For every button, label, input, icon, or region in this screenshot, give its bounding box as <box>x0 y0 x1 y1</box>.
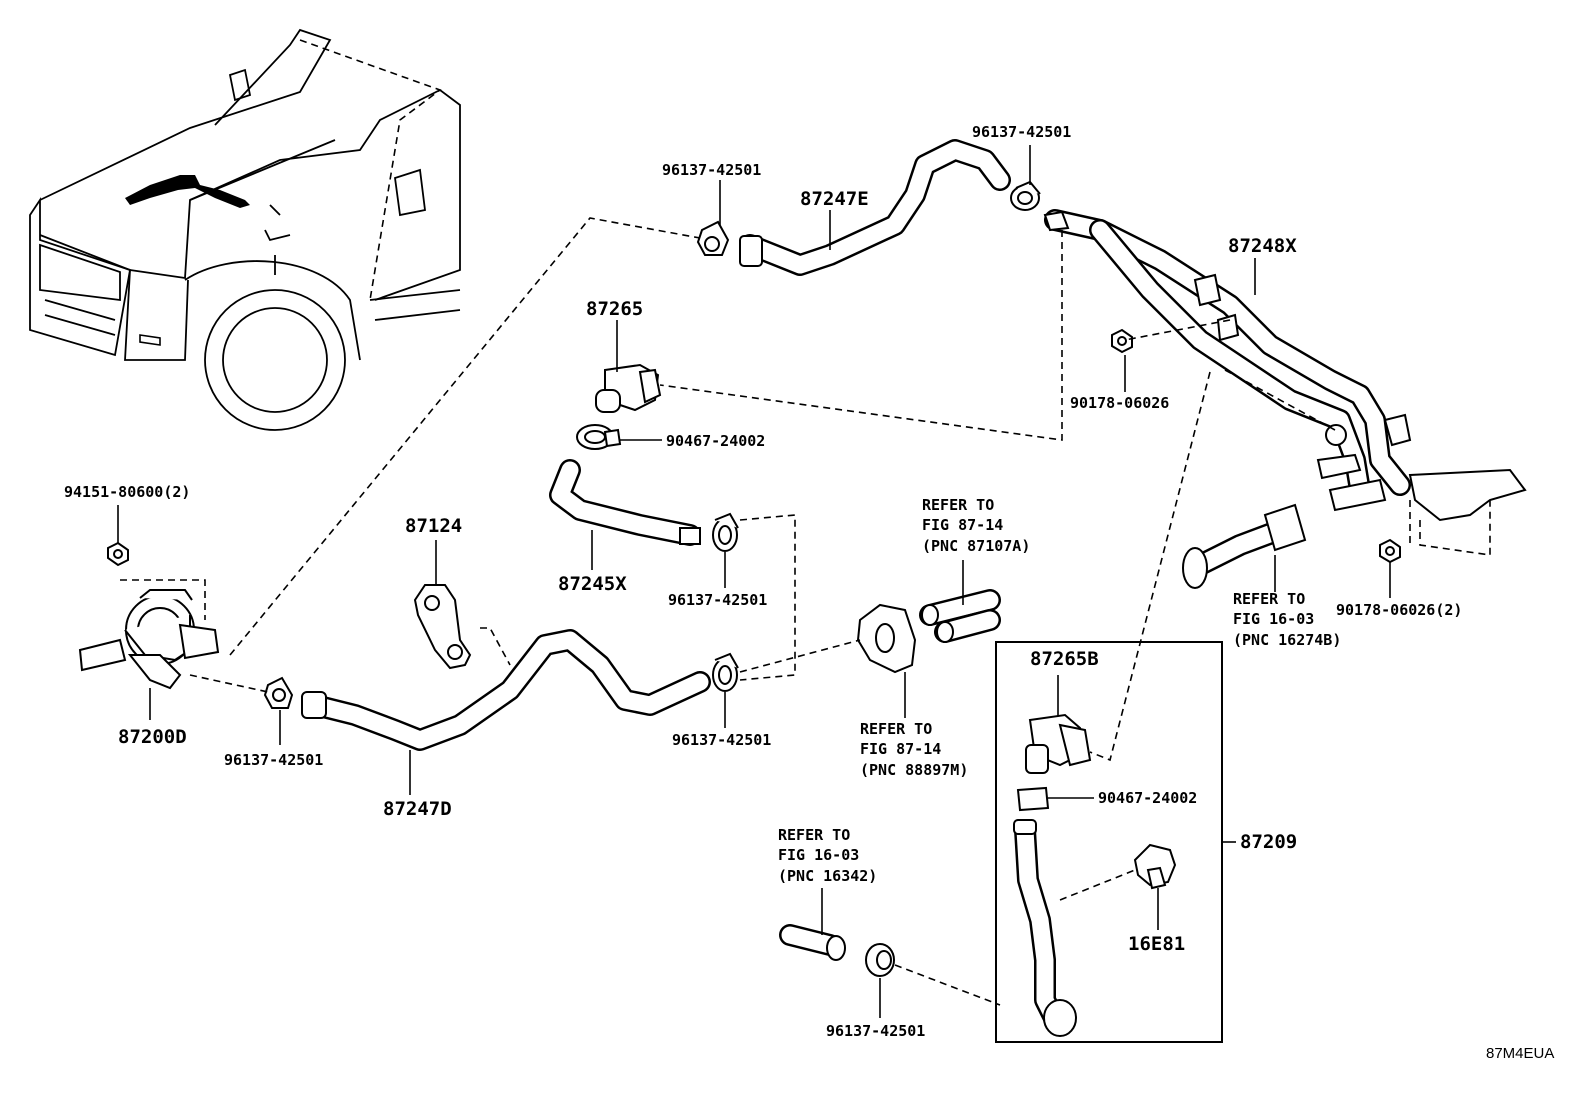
reference-16274B: REFER TO FIG 16-03 (PNC 16274B) <box>1233 590 1341 649</box>
hose-87245X[interactable] <box>549 459 701 546</box>
hose-routing-highlight <box>125 175 250 208</box>
clamp-96137-mid-upper[interactable] <box>712 512 739 552</box>
valve-87265[interactable] <box>595 363 662 413</box>
svg-text:REFER TO: REFER TO <box>1233 590 1305 608</box>
pipe-87248X[interactable] <box>1043 209 1527 522</box>
hose-87209[interactable] <box>1013 819 1077 1037</box>
label-clamp-top-left: 96137-42501 <box>662 161 761 179</box>
reference-16342: REFER TO FIG 16-03 (PNC 16342) <box>778 826 877 885</box>
label-assembly-87209: 87209 <box>1240 831 1297 853</box>
svg-text:(PNC 16342): (PNC 16342) <box>778 867 877 885</box>
clamp-90467-top[interactable] <box>576 424 622 450</box>
label-clamp-90467-top: 90467-24002 <box>666 432 765 450</box>
clamp-96137-left-lower[interactable] <box>263 676 294 709</box>
svg-text:FIG 87-14: FIG 87-14 <box>860 740 941 758</box>
label-nut-90178-lower: 90178-06026(2) <box>1336 601 1462 619</box>
hose-87247D[interactable] <box>301 629 711 751</box>
clip-16E81[interactable] <box>1133 843 1177 890</box>
svg-text:REFER TO: REFER TO <box>922 496 994 514</box>
clamp-96137-bottom[interactable] <box>865 943 895 977</box>
hose-87247E[interactable] <box>739 139 1011 276</box>
reference-87107A: REFER TO FIG 87-14 (PNC 87107A) <box>922 496 1030 555</box>
valve-87265B[interactable] <box>1025 713 1092 774</box>
label-pipe-87248X: 87248X <box>1228 235 1297 257</box>
vehicle-illustration <box>29 28 461 431</box>
reference-88897M: REFER TO FIG 87-14 (PNC 88897M) <box>860 720 968 779</box>
label-clamp-left-lower: 96137-42501 <box>224 751 323 769</box>
clamp-96137-mid-lower[interactable] <box>712 652 739 692</box>
nut-94151[interactable] <box>107 541 129 567</box>
figure-code: 87M4EUA <box>1486 1045 1554 1062</box>
grommet-88897M[interactable] <box>856 603 917 674</box>
pipes-87107A[interactable] <box>919 589 1001 643</box>
label-hose-87247E: 87247E <box>800 188 869 210</box>
label-clamp-top-right: 96137-42501 <box>972 123 1071 141</box>
nut-90178-upper[interactable] <box>1111 328 1133 354</box>
label-hose-87247D: 87247D <box>383 798 452 820</box>
label-clamp-90467-box: 90467-24002 <box>1098 789 1197 807</box>
label-valve-87265B: 87265B <box>1030 648 1099 670</box>
svg-text:(PNC 88897M): (PNC 88897M) <box>860 761 968 779</box>
pipe-16342[interactable] <box>779 924 846 961</box>
svg-text:(PNC 16274B): (PNC 16274B) <box>1233 631 1341 649</box>
label-clamp-mid-lower: 96137-42501 <box>672 731 771 749</box>
svg-text:(PNC 87107A): (PNC 87107A) <box>922 537 1030 555</box>
clamp-96137-top-right[interactable] <box>1010 180 1041 211</box>
connector-16274B[interactable] <box>1182 503 1307 589</box>
label-bracket-87124: 87124 <box>405 515 462 537</box>
leader-lines <box>117 145 1391 1018</box>
nut-90178-lower[interactable] <box>1379 538 1401 564</box>
label-valve-87265: 87265 <box>586 298 643 320</box>
clamp-96137-top-left[interactable] <box>696 220 730 256</box>
svg-text:FIG 87-14: FIG 87-14 <box>922 516 1003 534</box>
labels: 96137-42501 96137-42501 87247E 87248X 87… <box>64 123 1554 1062</box>
svg-text:REFER TO: REFER TO <box>778 826 850 844</box>
label-clip-16E81: 16E81 <box>1128 933 1185 955</box>
label-pump-87200D: 87200D <box>118 726 187 748</box>
bracket-87124[interactable] <box>413 584 472 670</box>
connection-lines <box>120 217 1491 1006</box>
clamp-90467-box[interactable] <box>1016 786 1050 812</box>
label-clamp-bottom: 96137-42501 <box>826 1022 925 1040</box>
svg-text:FIG 16-03: FIG 16-03 <box>778 846 859 864</box>
label-clamp-mid-upper: 96137-42501 <box>668 591 767 609</box>
pump-87200D[interactable] <box>78 589 220 690</box>
svg-text:REFER TO: REFER TO <box>860 720 932 738</box>
label-hose-87245X: 87245X <box>558 573 627 595</box>
label-nut-94151: 94151-80600(2) <box>64 483 190 501</box>
label-nut-90178-upper: 90178-06026 <box>1070 394 1169 412</box>
svg-text:FIG 16-03: FIG 16-03 <box>1233 610 1314 628</box>
